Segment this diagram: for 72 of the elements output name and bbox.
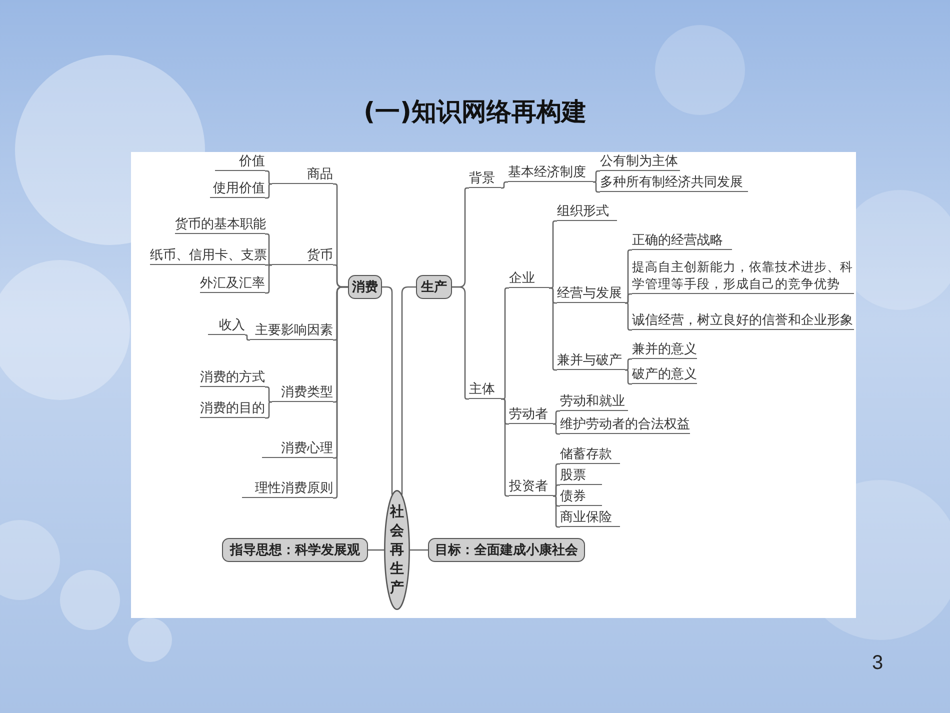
topic-label: 消费的目的: [200, 400, 265, 418]
topic-label: 主要影响因素: [250, 322, 333, 340]
branch-line: [593, 181, 600, 193]
topic-label: 消费心理: [262, 440, 333, 458]
topic-label: 经营与发展: [557, 285, 625, 303]
branch-line: [553, 423, 560, 435]
topic-label: 多种所有制经济共同发展: [600, 174, 748, 192]
branch-line: [368, 549, 384, 551]
topic-label: 劳动者: [509, 406, 553, 424]
page-number: 3: [872, 652, 884, 675]
topic-label: 使用价值: [210, 180, 265, 198]
branch-line: [265, 170, 272, 185]
topic-label: 破产的意义: [632, 366, 697, 384]
topic-box: 指导思想：科学发展观: [222, 538, 368, 562]
topic-label: 外汇及汇率: [200, 275, 265, 293]
topic-label: 储蓄存款: [560, 446, 620, 464]
topic-label: 提高自主创新能力，依靠技术进步、科学管理等手段，形成自己的竞争优势: [632, 258, 854, 294]
branch-line: [593, 170, 600, 183]
branch-line: [265, 183, 272, 199]
branch-line: [625, 358, 632, 371]
branch-line: [501, 181, 508, 189]
topic-label: 投资者: [509, 478, 553, 496]
topic-label: 商品: [272, 166, 333, 184]
root-ellipse: 社会再生产: [384, 490, 410, 610]
branch-line: [452, 286, 469, 400]
branch-line: [549, 287, 557, 371]
branch-line: [553, 484, 560, 497]
branch-line: [501, 398, 509, 497]
topic-label: 债券: [560, 488, 602, 506]
topic-label: 收入: [208, 317, 245, 335]
branch-line: [410, 549, 428, 551]
topic-label: 组织形式: [557, 203, 617, 221]
branch-line: [265, 264, 272, 294]
branch-line: [265, 386, 272, 403]
topic-label: 企业: [509, 270, 549, 288]
topic-label: 货币: [272, 247, 333, 265]
branch-line: [244, 334, 250, 341]
topic-label: 主体: [469, 381, 501, 399]
topic-label: 股票: [560, 467, 602, 485]
topic-label: 兼并与破产: [557, 352, 625, 370]
branch-line: [265, 233, 272, 266]
branch-line: [549, 220, 557, 289]
topic-label: 维护劳动者的合法权益: [560, 416, 690, 434]
topic-label: 背景: [469, 170, 501, 188]
topic-box: 消费: [348, 275, 382, 299]
branch-line: [265, 264, 272, 266]
branch-line: [382, 286, 393, 495]
topic-label: 商业保险: [560, 509, 620, 527]
topic-label: 理性消费原则: [242, 480, 333, 498]
topic-box: 生产: [416, 275, 452, 299]
topic-label: 纸币、信用卡、支票: [150, 247, 265, 265]
topic-label: 消费的方式: [200, 369, 265, 387]
topic-label: 公有制为主体: [600, 153, 680, 171]
branch-line: [553, 410, 560, 425]
topic-label: 基本经济制度: [508, 164, 593, 182]
branch-line: [401, 286, 416, 495]
topic-label: 价值: [215, 153, 265, 171]
branch-line: [625, 293, 632, 304]
branch-line: [333, 286, 348, 499]
branch-line: [501, 287, 509, 400]
branch-line: [625, 302, 632, 331]
slide-title: (一)知识网络再构建: [362, 96, 588, 128]
branch-line: [553, 495, 560, 528]
topic-label: 劳动和就业: [560, 393, 628, 411]
topic-label: 正确的经营战略: [632, 232, 732, 250]
branch-line: [265, 401, 272, 419]
topic-box: 目标：全面建成小康社会: [428, 538, 585, 562]
topic-label: 货币的基本职能: [175, 216, 265, 234]
topic-label: 诚信经营，树立良好的信誉和企业形象: [632, 312, 854, 330]
branch-line: [625, 369, 632, 385]
topic-label: 兼并的意义: [632, 341, 697, 359]
topic-label: 消费类型: [272, 384, 333, 402]
